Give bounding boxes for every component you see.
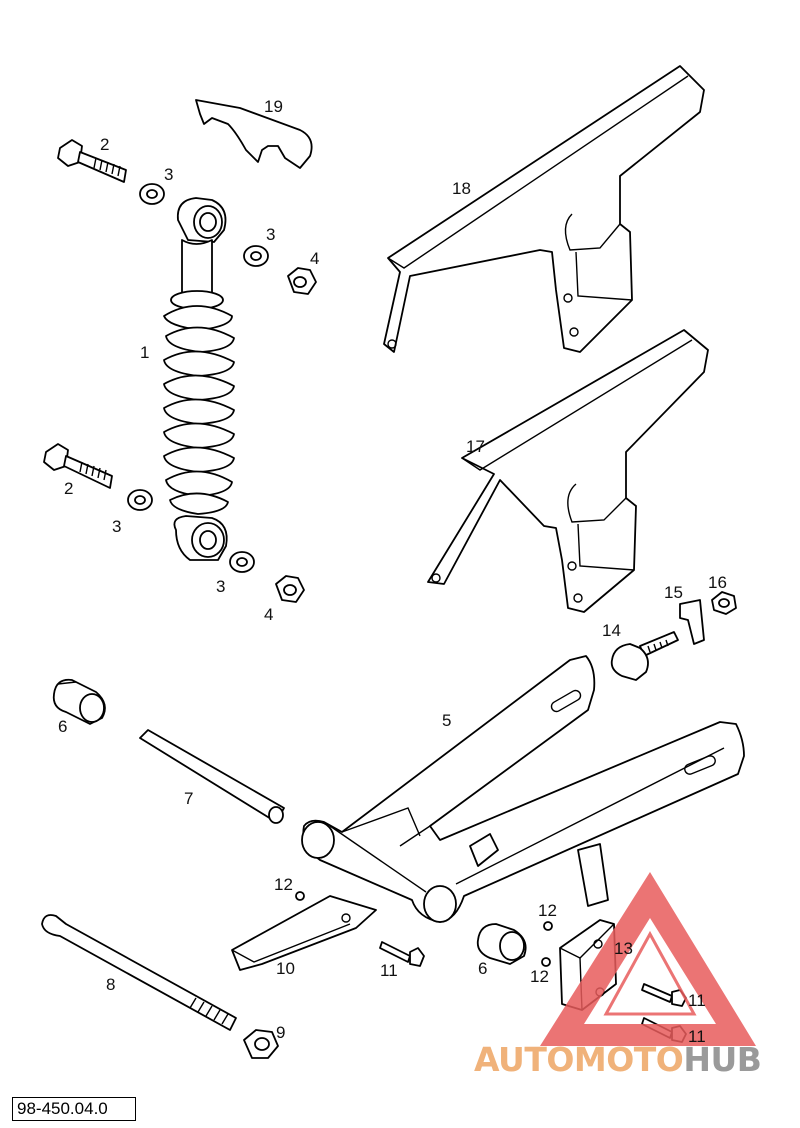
label-13: 13 bbox=[614, 939, 633, 958]
part-12-nut-c bbox=[541, 957, 551, 967]
label-6-upper: 6 bbox=[58, 717, 67, 736]
label-6-lower: 6 bbox=[478, 959, 487, 978]
label-1: 1 bbox=[140, 343, 149, 362]
label-14: 14 bbox=[602, 621, 621, 640]
label-10: 10 bbox=[276, 959, 295, 978]
watermark-wordmark: AUTOMOTOHUB bbox=[474, 1040, 762, 1079]
part-2-bolt-lower bbox=[43, 443, 113, 489]
label-11-b: 11 bbox=[688, 991, 706, 1010]
label-8: 8 bbox=[106, 975, 115, 994]
part-1-shock-absorber bbox=[163, 197, 235, 561]
document-code-box: 98-450.04.0 bbox=[12, 1097, 136, 1121]
label-16: 16 bbox=[708, 573, 727, 592]
label-3-b: 3 bbox=[266, 225, 275, 244]
label-12-a: 12 bbox=[274, 875, 293, 894]
part-8-axle-bolt bbox=[41, 914, 237, 1031]
label-19: 19 bbox=[264, 97, 283, 116]
part-15-bracket bbox=[679, 599, 705, 645]
part-3-washer-c bbox=[127, 489, 153, 511]
label-7: 7 bbox=[184, 789, 193, 808]
label-11-a: 11 bbox=[380, 961, 398, 980]
part-14-roller bbox=[610, 631, 679, 681]
label-18: 18 bbox=[452, 179, 471, 198]
part-3-washer-a bbox=[139, 183, 165, 205]
label-12-b: 12 bbox=[538, 901, 557, 920]
label-9: 9 bbox=[276, 1023, 285, 1042]
part-12-nut-a bbox=[295, 891, 305, 901]
part-3-washer-b bbox=[243, 245, 269, 267]
part-2-bolt-upper bbox=[57, 139, 127, 183]
label-17: 17 bbox=[466, 437, 485, 456]
watermark-word-part2: HUB bbox=[683, 1040, 762, 1079]
label-11-c: 11 bbox=[688, 1027, 706, 1046]
part-10-chain-slider bbox=[231, 895, 377, 971]
label-4-upper: 4 bbox=[310, 249, 319, 268]
part-11-screw-a bbox=[379, 941, 425, 967]
part-4-nut-upper bbox=[287, 267, 317, 295]
label-12-c: 12 bbox=[530, 967, 549, 986]
part-17-chain-guard-lower bbox=[427, 329, 709, 613]
part-4-nut-lower bbox=[275, 575, 305, 603]
watermark-word-part1: AUTOMOTO bbox=[474, 1040, 684, 1079]
part-12-nut-b bbox=[543, 921, 553, 931]
part-5-swingarm bbox=[301, 655, 745, 923]
label-2-lower: 2 bbox=[64, 479, 73, 498]
part-7-sleeve bbox=[139, 729, 285, 824]
part-9-nut bbox=[243, 1029, 279, 1059]
watermark-triangle-logo bbox=[540, 872, 756, 1046]
label-2-upper: 2 bbox=[100, 135, 109, 154]
label-3-c: 3 bbox=[112, 517, 121, 536]
label-15: 15 bbox=[664, 583, 683, 602]
part-6-bushing-upper bbox=[52, 678, 106, 725]
part-16-nut bbox=[711, 591, 737, 615]
part-18-chain-guard-upper bbox=[383, 65, 705, 353]
label-5: 5 bbox=[442, 711, 451, 730]
label-4-lower: 4 bbox=[264, 605, 273, 624]
label-3-d: 3 bbox=[216, 577, 225, 596]
label-3-a: 3 bbox=[164, 165, 173, 184]
part-6-bushing-lower bbox=[476, 923, 527, 965]
part-19-clip bbox=[195, 99, 313, 169]
part-3-washer-d bbox=[229, 551, 255, 573]
